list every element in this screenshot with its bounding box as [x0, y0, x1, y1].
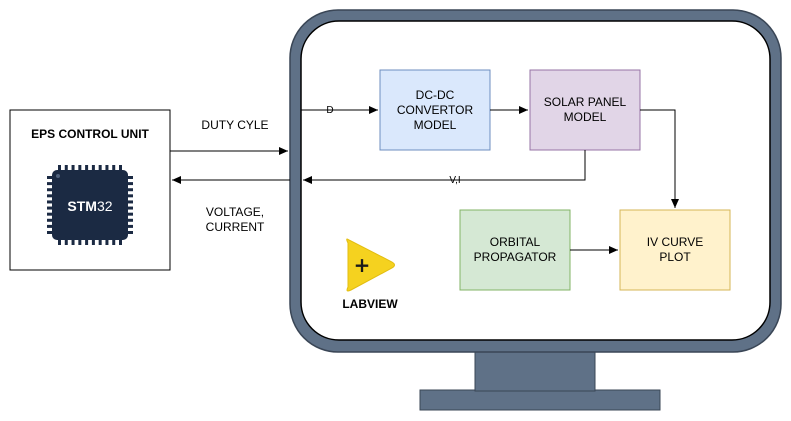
- chip-pin: [128, 200, 133, 204]
- chip-pin: [64, 165, 68, 170]
- chip-pin: [64, 240, 68, 245]
- chip-pin: [85, 240, 89, 245]
- chip-pin: [128, 231, 133, 234]
- d-label: D: [326, 105, 333, 116]
- orbital-box: [459, 209, 571, 291]
- chip-pin: [128, 176, 133, 179]
- chip-pin: [91, 165, 95, 170]
- chip-pin: [47, 176, 52, 179]
- vi-label: V,I: [449, 175, 460, 186]
- chip-pin: [71, 240, 75, 245]
- chip-pin: [58, 240, 61, 245]
- monitor-base: [419, 389, 661, 411]
- iv-curve-block: IV CURVE PLOT: [619, 209, 731, 291]
- chip-pin: [98, 165, 102, 170]
- iv-line1: IV CURVE: [647, 235, 703, 249]
- voltage-label-line1: VOLTAGE,: [206, 205, 264, 219]
- chip-pin: [128, 194, 133, 198]
- labview-plus-icon: +: [354, 253, 371, 277]
- stm32-chip-body: STM32: [52, 170, 128, 240]
- chip-pin: [119, 240, 122, 245]
- chip-body: [52, 170, 128, 240]
- chip-pin: [128, 224, 133, 228]
- chip-pin: [128, 182, 133, 186]
- stm32-chip: [47, 165, 133, 245]
- dcdc-line3: MODEL: [414, 118, 457, 132]
- labview-logo: + LABVIEW: [342, 238, 398, 311]
- solar-panel-block: SOLAR PANEL MODEL: [529, 69, 641, 151]
- chip-pin: [85, 165, 89, 170]
- dcdc-line1: DC-DC: [416, 88, 455, 102]
- chip-pin: [47, 218, 52, 222]
- orbital-line1: ORBITAL: [490, 235, 541, 249]
- eps-control-unit-title: EPS CONTROL UNIT: [31, 127, 149, 141]
- solar-line1: SOLAR PANEL: [544, 95, 627, 109]
- orbital-propagator-block: ORBITAL PROPAGATOR: [459, 209, 571, 291]
- chip-pin: [78, 240, 82, 245]
- chip-pin: [71, 165, 75, 170]
- chip-pin: [58, 165, 61, 170]
- chip-label: STM32: [67, 198, 112, 214]
- chip-pin: [128, 212, 133, 216]
- chip-pin: [98, 240, 102, 245]
- dcdc-box: [379, 69, 491, 151]
- solar-line2: MODEL: [564, 110, 607, 124]
- chip-pin: [47, 224, 52, 228]
- orbital-line2: PROPAGATOR: [474, 250, 557, 264]
- solar-to-iv-arrow: [640, 109, 679, 208]
- chip-pin: [47, 188, 52, 192]
- chip-pin: [128, 188, 133, 192]
- voltage-label-line2: CURRENT: [206, 220, 265, 234]
- chip-label-num: 32: [97, 198, 113, 214]
- chip-pin: [47, 194, 52, 198]
- chip-pin: [47, 231, 52, 234]
- duty-cycle-label: DUTY CYLE: [201, 118, 268, 132]
- chip-pin: [47, 182, 52, 186]
- labview-logo-icon: [346, 238, 395, 292]
- vi-feedback-arrow: [303, 150, 586, 184]
- chip-pin: [105, 240, 109, 245]
- chip-pin: [128, 218, 133, 222]
- iv-box: [619, 209, 731, 291]
- chip-pin: [47, 200, 52, 204]
- chip-pin: [47, 206, 52, 210]
- chip-pin: [47, 212, 52, 216]
- iv-line2: PLOT: [659, 250, 691, 264]
- chip-pin: [128, 206, 133, 210]
- chip-pin: [78, 165, 82, 170]
- chip-pin: [112, 165, 116, 170]
- chip-pin: [119, 165, 122, 170]
- chip-label-main: STM: [67, 198, 97, 214]
- labview-label: LABVIEW: [342, 297, 398, 311]
- chip-pin: [105, 165, 109, 170]
- chip-pin: [112, 240, 116, 245]
- chip-pin: [91, 240, 95, 245]
- dcdc-converter-block: DC-DC CONVERTOR MODEL: [379, 69, 491, 151]
- chip-pin1-dot: [56, 174, 60, 178]
- dcdc-line2: CONVERTOR: [397, 103, 474, 117]
